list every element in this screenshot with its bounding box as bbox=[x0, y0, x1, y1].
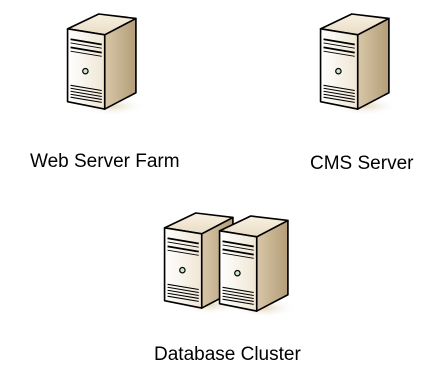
server-tower-icon bbox=[66, 13, 146, 117]
node-label-database-cluster: Database Cluster bbox=[154, 344, 301, 365]
node-label-web-server-farm: Web Server Farm bbox=[30, 151, 180, 172]
server-tower-icon bbox=[218, 215, 298, 319]
node-label-cms-server: CMS Server bbox=[310, 153, 414, 174]
server-tower-icon bbox=[319, 13, 399, 117]
